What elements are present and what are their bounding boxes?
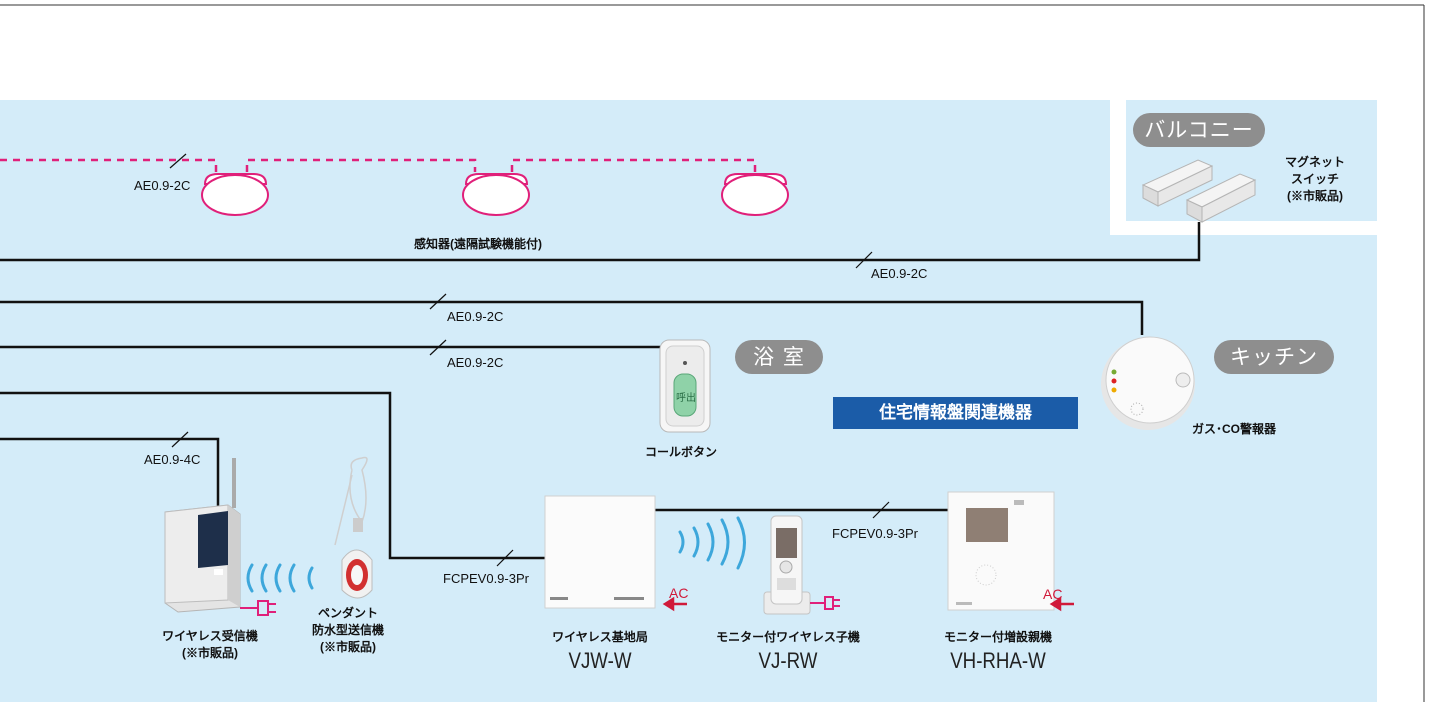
smoke-sensor (201, 173, 269, 216)
monitor-unit-illustration (947, 491, 1055, 611)
cable-label: AE0.9-2C (447, 355, 504, 370)
call-button-label: コールボタン (645, 445, 718, 459)
section-title: 住宅情報盤関連機器 (833, 397, 1078, 429)
cable-label: FCPEV0.9-3Pr (443, 571, 529, 586)
zone-bathroom: 浴 室 (735, 340, 823, 374)
magnet-switch-illustration (1141, 159, 1257, 223)
zone-kitchen: キッチン (1214, 340, 1334, 374)
handset-label: モニター付ワイヤレス子機 (716, 630, 860, 644)
sensor-line (0, 158, 757, 172)
base-station-model: VJW-W (568, 648, 632, 673)
wires (0, 222, 1201, 560)
base-station-illustration (544, 495, 656, 609)
cable-label: AE0.9-2C (134, 178, 191, 193)
monitor-unit-label: モニター付増設親機 (943, 630, 1052, 644)
smoke-sensor (721, 173, 789, 216)
zone-balcony: バルコニー (1133, 113, 1265, 147)
radio-waves (678, 516, 746, 570)
handset-model: VJ-RW (758, 648, 818, 673)
ac-arrow (662, 596, 687, 612)
magnet-switch-label-line: マグネット (1284, 155, 1345, 169)
ac-label: AC (1043, 586, 1063, 602)
gas-co-alarm-label: ガス･CO警報器 (1192, 422, 1277, 436)
radio-waves (246, 563, 314, 593)
wireless-receiver-label-line: (※市販品) (182, 646, 238, 660)
magnet-switch-label-line: (※市販品) (1287, 189, 1343, 203)
wireless-receiver-illustration (164, 458, 241, 613)
magnet-switch-label: マグネット スイッチ (※市販品) (1260, 154, 1370, 205)
smoke-sensor (462, 173, 530, 216)
monitor-unit-model: VH-RHA-W (950, 648, 1046, 673)
cable-label: AE0.9-4C (144, 452, 201, 467)
pendant-label-line: (※市販品) (320, 640, 376, 654)
call-button-face: 呼出 (676, 393, 696, 404)
magnet-switch-label-line: スイッチ (1290, 172, 1339, 186)
wireless-receiver-label-line: ワイヤレス受信機 (162, 629, 258, 643)
ac-arrow (1049, 596, 1074, 612)
ac-label: AC (669, 585, 689, 601)
sensor-label: 感知器(遠隔試験機能付) (414, 237, 542, 251)
wireless-receiver-label: ワイヤレス受信機 (※市販品) (150, 628, 270, 662)
gas-co-alarm-illustration (1101, 336, 1195, 430)
cable-label: FCPEV0.9-3Pr (832, 526, 918, 541)
call-button-illustration (659, 339, 711, 433)
cable-label: AE0.9-2C (871, 266, 928, 281)
cable-ticks (169, 153, 890, 567)
base-station-label: ワイヤレス基地局 (552, 630, 648, 644)
plug-icon (810, 596, 840, 610)
cable-label: AE0.9-2C (447, 309, 504, 324)
pendant-illustration (334, 456, 373, 599)
pendant-label: ペンダント 防水型送信機 (※市販品) (293, 605, 403, 656)
pendant-label-line: ペンダント (317, 606, 378, 620)
plug-icon (240, 600, 276, 616)
pendant-label-line: 防水型送信機 (311, 623, 384, 637)
